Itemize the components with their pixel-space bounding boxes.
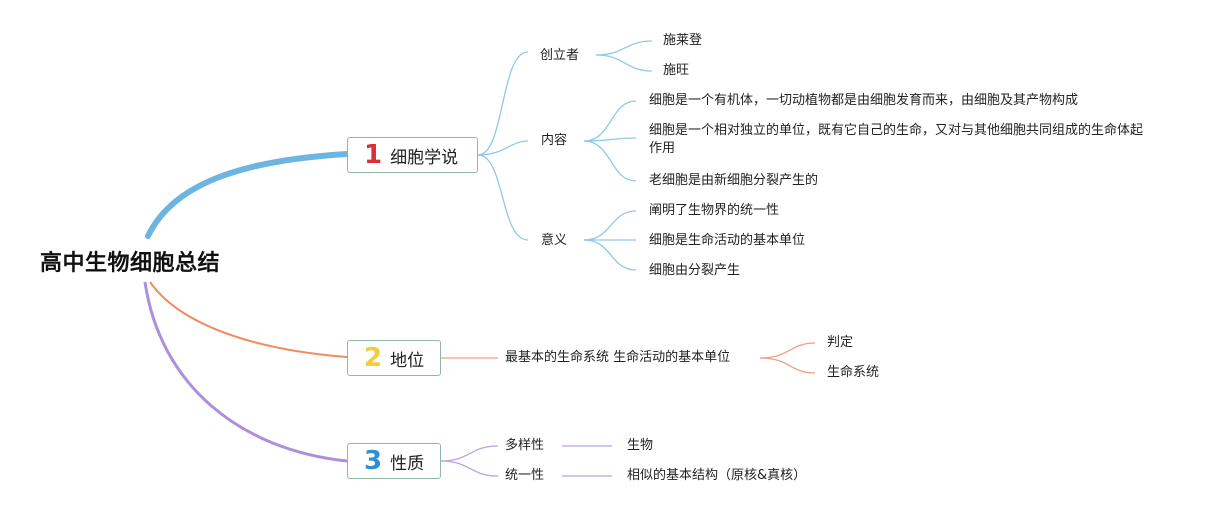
connector-3-unity: [440, 460, 499, 477]
connector-leaf-2-1: [583, 100, 637, 142]
subtopic-meaning[interactable]: 意义: [541, 233, 568, 248]
connector-leaf-1-2: [595, 54, 653, 72]
topic-properties[interactable]: 3 性质: [347, 443, 441, 479]
connector-leaf-3-3: [583, 239, 637, 271]
subtopic-diversity[interactable]: 多样性: [505, 438, 545, 453]
connector-leaf-2-3: [583, 140, 637, 182]
topic-number-3: 3: [364, 446, 383, 476]
leaf-similar-structure[interactable]: 相似的基本结构（原核&真核）: [627, 468, 807, 483]
leaf-meaning-3[interactable]: 细胞由分裂产生: [649, 263, 741, 278]
topic-status[interactable]: 2 地位: [347, 340, 441, 376]
leaf-organism[interactable]: 生物: [627, 438, 654, 453]
leaf-meaning-1[interactable]: 阐明了生物界的统一性: [649, 203, 780, 218]
connector-3-diversity: [440, 445, 499, 462]
connector-1-creator: [477, 51, 529, 156]
subtopic-creator[interactable]: 创立者: [540, 48, 580, 63]
leaf-judge[interactable]: 判定: [827, 335, 854, 350]
branch-connector-1: [145, 151, 350, 239]
topic-number-1: 1: [364, 140, 383, 170]
leaf-life-system[interactable]: 生命系统: [827, 365, 880, 380]
branch-connector-2: [149, 281, 348, 358]
topic-label-2: 地位: [390, 350, 425, 371]
subtopic-content[interactable]: 内容: [541, 133, 568, 148]
leaf-schwann[interactable]: 施旺: [663, 63, 690, 78]
subtopic-status[interactable]: 最基本的生命系统 生命活动的基本单位: [505, 350, 731, 365]
connector-leaf-2-2: [583, 137, 637, 142]
leaf-content-3[interactable]: 老细胞是由新细胞分裂产生的: [649, 173, 819, 188]
connector-2-leaf-1: [759, 342, 816, 359]
topic-number-2: 2: [364, 343, 383, 373]
leaf-content-2[interactable]: 细胞是一个相对独立的单位，既有它自己的生命，又对与其他细胞共同组成的生命体起作用: [649, 123, 1144, 156]
topic-cell-theory[interactable]: 1 细胞学说: [347, 137, 478, 173]
leaf-meaning-2[interactable]: 细胞是生命活动的基本单位: [649, 233, 806, 248]
connector-leaf-1-1: [595, 40, 653, 56]
connector-1-content: [477, 140, 529, 156]
branch-connector-3: [143, 281, 348, 463]
connector-2-leaf-2: [759, 357, 816, 374]
root-topic[interactable]: 高中生物细胞总结: [40, 251, 221, 276]
leaf-content-1[interactable]: 细胞是一个有机体，一切动植物都是由细胞发育而来，由细胞及其产物构成: [649, 93, 1079, 108]
connector-1-meaning: [477, 154, 529, 241]
leaf-schleiden[interactable]: 施莱登: [663, 33, 703, 48]
topic-label-3: 性质: [390, 453, 425, 474]
connector-leaf-3-1: [583, 210, 637, 241]
subtopic-unity[interactable]: 统一性: [505, 468, 545, 483]
topic-label-1: 细胞学说: [390, 147, 459, 168]
